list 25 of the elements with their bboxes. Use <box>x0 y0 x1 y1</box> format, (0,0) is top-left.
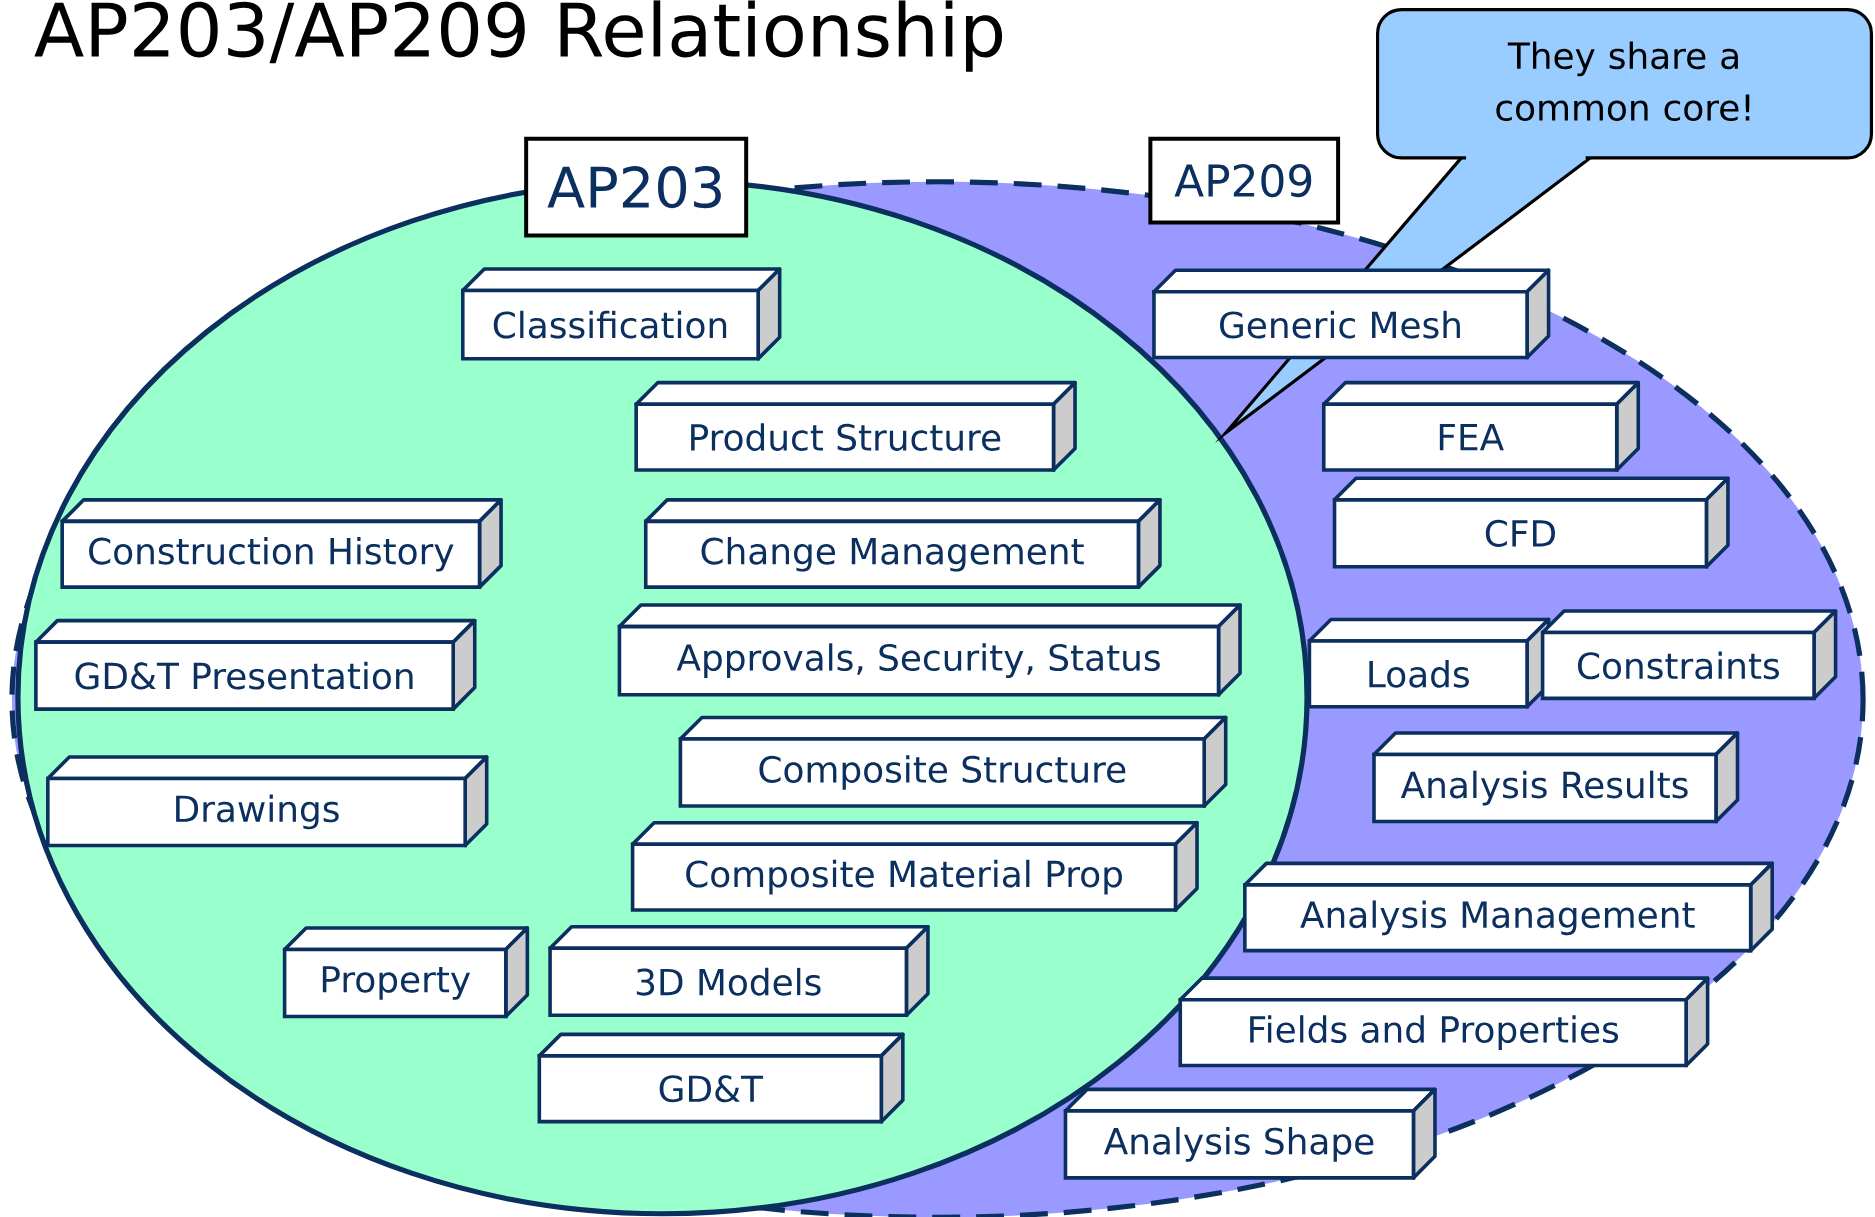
block-box: 3D Models <box>548 924 930 1017</box>
speech-bubble: They share a common core! <box>1375 7 1874 161</box>
block-box: GD&T Presentation <box>34 618 477 711</box>
block-box: CFD <box>1332 476 1730 569</box>
title: AP203/AP209 Relationship <box>34 0 1003 72</box>
block-box: Drawings <box>46 755 489 848</box>
block-box: Property <box>282 926 530 1019</box>
block-box: Change Management <box>643 497 1162 589</box>
block-box: Analysis Shape <box>1063 1087 1437 1180</box>
block-box: Construction History <box>60 497 503 589</box>
block-box: Classification <box>461 267 782 361</box>
block-box: Composite Structure <box>678 715 1228 808</box>
block-box: Constraints <box>1540 609 1838 700</box>
block-box: Fields and Properties <box>1178 976 1710 1068</box>
block-box: FEA <box>1321 380 1641 472</box>
heading-box: AP203 <box>524 136 749 238</box>
block-box: Product Structure <box>634 380 1077 472</box>
block-box: Loads <box>1307 617 1551 709</box>
block-box: Analysis Results <box>1372 731 1740 824</box>
block-box: Approvals, Security, Status <box>617 603 1242 697</box>
block-box: Composite Material Prop <box>630 820 1199 912</box>
heading-box: AP209 <box>1148 136 1341 225</box>
block-box: Generic Mesh <box>1152 268 1551 360</box>
block-box: GD&T <box>537 1032 905 1124</box>
block-box: Analysis Management <box>1243 861 1774 953</box>
